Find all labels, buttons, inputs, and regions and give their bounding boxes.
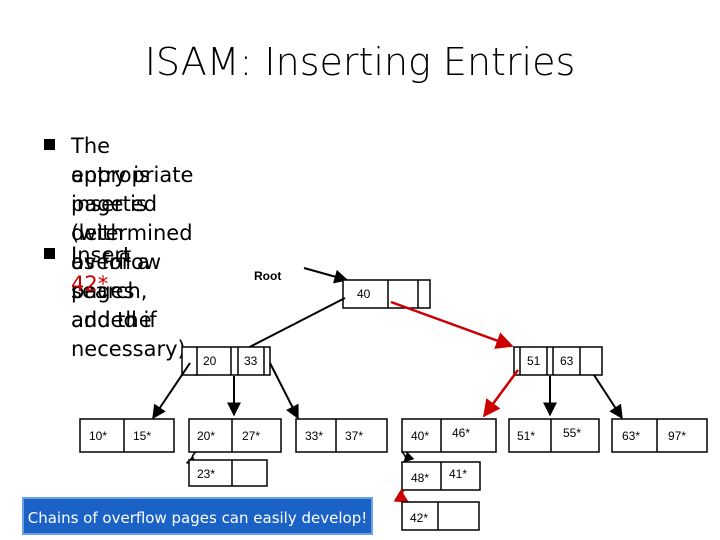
pointer-to-leaf-3 xyxy=(269,362,299,420)
bullet-text-line2: entry is inserted (with overflow pages a… xyxy=(71,163,186,361)
leaf-1-entry-2: 15* xyxy=(133,429,151,443)
leaf-page-3: 33* 37* xyxy=(295,418,388,453)
leaf-2-entry-2: 27* xyxy=(242,429,260,443)
leaf-4-entry-2: 46* xyxy=(452,426,470,440)
leaf-3-entry-2: 37* xyxy=(345,429,363,443)
left-index-node: 20 33 xyxy=(181,346,271,376)
insert-prefix: Insert xyxy=(71,243,132,267)
overflow-pointer-c-highlighted xyxy=(393,489,410,503)
leaf-page-6: 63* 97* xyxy=(611,418,708,453)
root-key: 40 xyxy=(357,287,371,301)
leaf-1-entry-1: 10* xyxy=(89,429,107,443)
right-index-node: 51 63 xyxy=(513,346,603,376)
bullet-marker-icon xyxy=(44,248,55,259)
left-index-key-2: 33 xyxy=(244,354,258,368)
leaf-page-1: 10* 15* xyxy=(79,418,175,453)
callout-box: Chains of overflow pages can easily deve… xyxy=(22,497,373,535)
right-index-key-1: 51 xyxy=(527,354,541,368)
leaf-6-entry-1: 63* xyxy=(622,429,640,443)
bullet-marker-icon xyxy=(44,139,55,150)
overflow-page-b: 48* 41* xyxy=(401,461,481,491)
leaf-5-entry-2: 55* xyxy=(563,426,581,440)
overflow-a-entry-1: 23* xyxy=(197,467,215,481)
overflow-c-entry-1: 42* xyxy=(410,511,428,525)
overflow-b-entry-2: 41* xyxy=(449,467,467,481)
insert-key: 42* xyxy=(71,272,109,296)
pointer-to-leaf-1 xyxy=(152,362,191,420)
bullet-text-line1: The appropriate page is determined as fo… xyxy=(71,134,194,332)
overflow-page-c: 42* xyxy=(401,501,480,531)
leaf-page-5: 51* 55* xyxy=(508,418,600,453)
bullet-insert-text: Insert 42* xyxy=(71,241,131,299)
leaf-4-entry-1: 40* xyxy=(411,429,429,443)
leaf-6-entry-2: 97* xyxy=(668,429,686,443)
pointer-to-leaf-4-highlighted xyxy=(482,369,520,418)
root-right-pointer-highlighted xyxy=(390,300,514,349)
leaf-3-entry-1: 33* xyxy=(305,429,323,443)
leaf-page-4: 40* 46* xyxy=(401,418,497,453)
root-pointer-arrow xyxy=(303,267,349,284)
right-index-key-2: 63 xyxy=(560,354,574,368)
leaf-5-entry-1: 51* xyxy=(517,429,535,443)
root-label: Root xyxy=(254,269,281,283)
left-index-key-1: 20 xyxy=(203,354,217,368)
overflow-pointer-b xyxy=(401,451,415,463)
leaf-2-entry-1: 20* xyxy=(197,429,215,443)
overflow-b-entry-1: 48* xyxy=(411,471,429,485)
leaf-page-2: 20* 27* xyxy=(188,418,282,453)
pointer-to-leaf-6 xyxy=(593,374,623,420)
overflow-page-a: 23* xyxy=(188,459,268,487)
slide-title: ISAM: Inserting Entries xyxy=(144,40,576,84)
root-node: 40 xyxy=(342,279,431,309)
